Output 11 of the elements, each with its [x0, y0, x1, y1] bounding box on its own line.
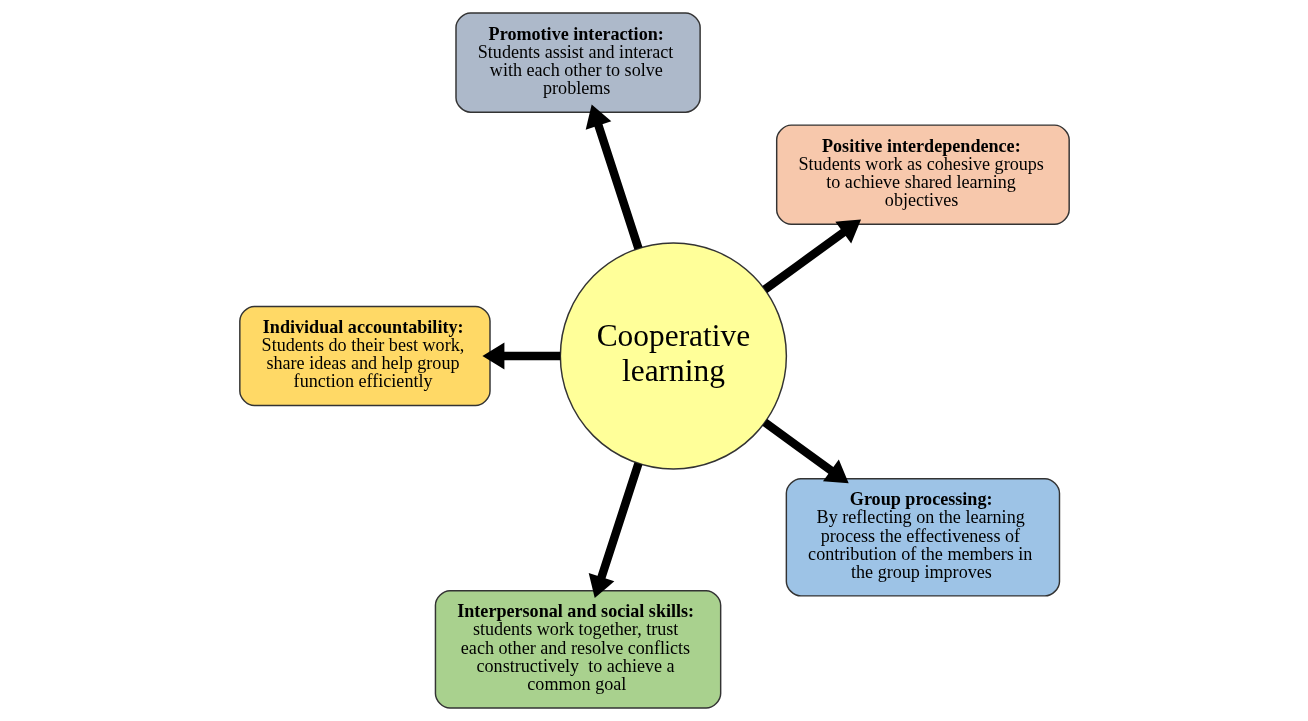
arrow — [481, 342, 560, 370]
node-box: Promotive interaction: Students assist and interact with each other to solve problems — [454, 12, 701, 113]
arrow — [761, 419, 849, 484]
node-box: Interpersonal and social skills: students work together, trust each other and resolve conflicts constructively to achieve a common goal — [434, 590, 721, 709]
node-box: Positive interdependence: Students work as cohesive groups to achieve shared learning objectives — [775, 124, 1070, 225]
arrow — [588, 462, 642, 599]
arrow — [585, 104, 642, 250]
node-circle: Cooperative learning — [559, 242, 787, 470]
node-box: Group processing: By reflecting on the learning process the effectiveness of contribution of the members in the group improves — [785, 477, 1060, 597]
node-box: Individual accountability: Students do their best work, share ideas and help group function efficiently — [238, 305, 491, 407]
arrow — [761, 219, 861, 293]
